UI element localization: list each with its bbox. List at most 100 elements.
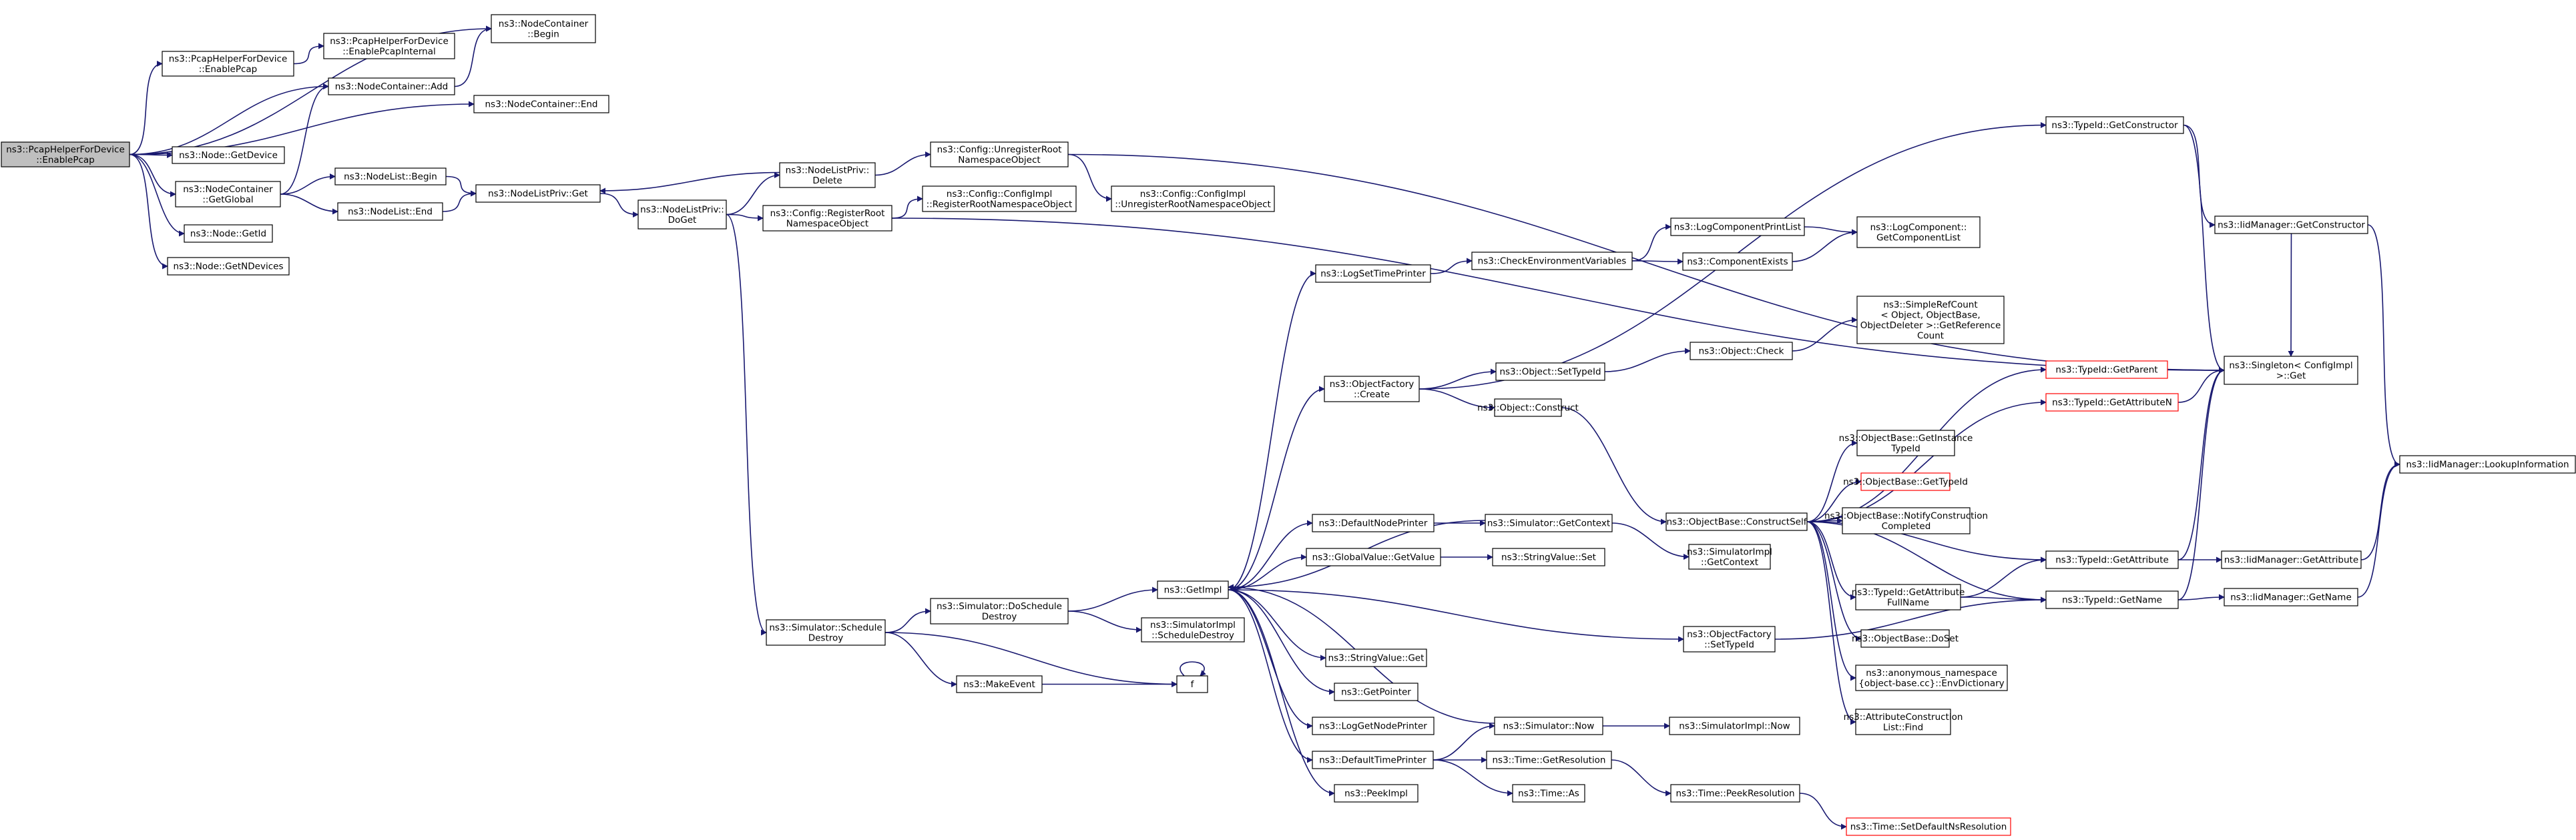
node-box xyxy=(1690,342,1793,360)
call-edge xyxy=(1067,610,1142,633)
node-label: ns3::ComponentExists xyxy=(1687,257,1788,268)
graph-node[interactable]: ns3::GlobalValue::GetValue xyxy=(1306,548,1441,566)
node-label: ns3::Singleton< ConfigImpl xyxy=(2229,360,2352,371)
graph-node[interactable]: ns3::CheckEnvironmentVariables xyxy=(1471,252,1633,270)
graph-node[interactable]: ns3::LogGetNodePrinter xyxy=(1312,717,1435,735)
graph-node[interactable]: ns3::NodeContainer::End xyxy=(473,95,609,113)
graph-node[interactable]: ns3::Simulator::GetContext xyxy=(1485,514,1613,532)
graph-node[interactable]: ns3::LogComponent::GetComponentList xyxy=(1856,216,1981,248)
call-edge xyxy=(293,43,324,65)
graph-node[interactable]: ns3::GetImpl xyxy=(1157,580,1229,599)
graph-node[interactable]: ns3::ObjectFactory::SetTypeId xyxy=(1683,626,1776,653)
graph-node[interactable]: ns3::ObjectFactory::Create xyxy=(1324,376,1420,402)
graph-node[interactable]: ns3::NodeContainer::Add xyxy=(328,77,455,95)
graph-node[interactable]: ns3::DefaultTimePrinter xyxy=(1312,751,1434,769)
graph-node[interactable]: ns3::SimulatorImpl::Now xyxy=(1669,717,1800,735)
graph-node[interactable]: ns3::ComponentExists xyxy=(1682,252,1793,271)
node-label: ns3::TypeId::GetConstructor xyxy=(2051,120,2178,131)
graph-node[interactable]: ns3::NodeContainer::Begin xyxy=(491,14,596,43)
graph-node[interactable]: ns3::NodeContainer::GetGlobal xyxy=(175,181,281,207)
node-box xyxy=(1471,252,1633,270)
graph-node[interactable]: ns3::NodeListPriv::Delete xyxy=(779,162,876,188)
graph-node[interactable]: ns3::Time::SetDefaultNsResolution xyxy=(1846,817,2011,836)
graph-node[interactable]: ns3::Node::GetDevice xyxy=(172,146,285,164)
graph-node[interactable]: ns3::NodeListPriv::Get xyxy=(475,184,601,203)
node-box xyxy=(167,257,290,276)
graph-node[interactable]: ns3::SimulatorImpl::GetContext xyxy=(1687,544,1772,570)
graph-node[interactable]: ns3::Time::PeekResolution xyxy=(1670,784,1800,803)
node-label: ns3::NodeList::End xyxy=(348,207,433,218)
graph-node[interactable]: ns3::PcapHelperForDevice::EnablePcap xyxy=(162,51,294,77)
node-box xyxy=(1683,626,1776,653)
graph-node[interactable]: ns3::ObjectBase::DoSet xyxy=(1852,629,1959,648)
graph-node[interactable]: ns3::Time::GetResolution xyxy=(1486,751,1612,769)
call-edge xyxy=(1228,589,1684,643)
graph-node[interactable]: ns3::Config::ConfigImpl::RegisterRootNam… xyxy=(922,185,1077,212)
call-edge xyxy=(129,61,163,155)
graph-node[interactable]: ns3::LogSetTimePrinter xyxy=(1315,264,1431,283)
graph-node[interactable]: ns3::Node::GetId xyxy=(184,224,273,243)
graph-node[interactable]: ns3::SimulatorImpl::ScheduleDestroy xyxy=(1141,617,1245,643)
graph-node[interactable]: ns3::Object::Construct xyxy=(1477,398,1579,417)
graph-node[interactable]: ns3::Object::SetTypeId xyxy=(1495,362,1605,381)
graph-node[interactable]: ns3::Config::RegisterRootNamespaceObject xyxy=(762,205,892,232)
graph-node[interactable]: ns3::MakeEvent xyxy=(956,675,1043,693)
graph-node[interactable]: ns3::TypeId::GetConstructor xyxy=(2045,116,2184,134)
graph-node[interactable]: ns3::LogComponentPrintList xyxy=(1670,218,1805,236)
node-box xyxy=(1312,751,1434,769)
node-box xyxy=(172,146,285,164)
call-edge xyxy=(1806,399,2047,522)
graph-node[interactable]: ns3::TypeId::GetParent xyxy=(2045,360,2168,379)
graph-node[interactable]: ns3::NodeList::Begin xyxy=(334,167,447,185)
graph-node[interactable]: ns3::IidManager::GetName xyxy=(2224,588,2358,606)
graph-node[interactable]: ns3::TypeId::GetAttribute xyxy=(2045,550,2179,569)
graph-node[interactable]: ns3::Config::UnregisterRootNamespaceObje… xyxy=(930,141,1069,167)
graph-node[interactable]: ns3::Config::ConfigImpl::UnregisterRootN… xyxy=(1111,185,1275,212)
graph-node[interactable]: ns3::Node::GetNDevices xyxy=(167,257,290,276)
graph-node[interactable]: f xyxy=(1176,675,1208,693)
graph-node[interactable]: ns3::Time::As xyxy=(1512,784,1585,803)
node-label: ns3::LogSetTimePrinter xyxy=(1320,269,1426,280)
graph-node[interactable]: ns3::TypeId::GetAttributeN xyxy=(2045,393,2179,412)
node-box xyxy=(2224,588,2358,606)
graph-node[interactable]: ns3::DefaultNodePrinter xyxy=(1312,514,1435,532)
call-edge xyxy=(2357,461,2400,598)
graph-node[interactable]: ns3::Object::Check xyxy=(1690,342,1793,360)
graph-node[interactable]: ns3::StringValue::Get xyxy=(1325,649,1427,667)
graph-node[interactable]: ns3::NodeList::End xyxy=(337,202,443,221)
node-label: ns3::Simulator::Now xyxy=(1503,721,1595,732)
node-label: ns3::CheckEnvironmentVariables xyxy=(1478,256,1627,267)
node-label: ::EnablePcap xyxy=(36,155,95,165)
graph-node[interactable]: ns3::StringValue::Set xyxy=(1492,548,1605,566)
graph-node[interactable]: ns3::PcapHelperForDevice::EnablePcap xyxy=(1,141,130,167)
graph-node[interactable]: ns3::IidManager::GetAttribute xyxy=(2221,550,2362,569)
graph-node[interactable]: ns3::ObjectBase::GetTypeId xyxy=(1843,472,1968,491)
graph-node[interactable]: ns3::GetPointer xyxy=(1334,683,1419,701)
graph-node[interactable]: ns3::PcapHelperForDevice::EnablePcapInte… xyxy=(323,33,455,59)
node-box xyxy=(1485,514,1613,532)
node-box xyxy=(2045,360,2168,379)
graph-node[interactable]: ns3::TypeId::GetName xyxy=(2045,590,2179,609)
graph-node[interactable]: ns3::Simulator::ScheduleDestroy xyxy=(766,619,886,646)
graph-node[interactable]: ns3::PeekImpl xyxy=(1334,784,1419,803)
call-edge xyxy=(2183,124,2225,374)
node-label: ns3::IidManager::GetName xyxy=(2230,592,2352,603)
node-box xyxy=(1855,665,2008,691)
call-edge xyxy=(2177,367,2225,600)
graph-node[interactable]: ns3::SimpleRefCount< Object, ObjectBase,… xyxy=(1856,296,2005,344)
graph-node[interactable]: ns3::ObjectBase::ConstructSelf xyxy=(1665,512,1808,531)
node-label: ns3::ObjectFactory xyxy=(1330,379,1414,390)
node-label: Destroy xyxy=(982,611,1017,622)
graph-node[interactable]: ns3::NodeListPriv::DoGet xyxy=(637,199,727,230)
graph-node[interactable]: ns3::ObjectBase::NotifyConstructionCompl… xyxy=(1824,507,1988,534)
graph-node[interactable]: ns3::anonymous_namespace{object-base.cc}… xyxy=(1855,665,2008,691)
graph-node[interactable]: ns3::Singleton< ConfigImpl>::Get xyxy=(2224,356,2358,385)
graph-node[interactable]: ns3::IidManager::LookupInformation xyxy=(2399,455,2576,474)
node-label: ns3::ObjectBase::GetInstance xyxy=(1839,433,1973,444)
graph-node[interactable]: ns3::Simulator::Now xyxy=(1494,717,1603,735)
graph-node[interactable]: ns3::IidManager::GetConstructor xyxy=(2214,216,2368,234)
